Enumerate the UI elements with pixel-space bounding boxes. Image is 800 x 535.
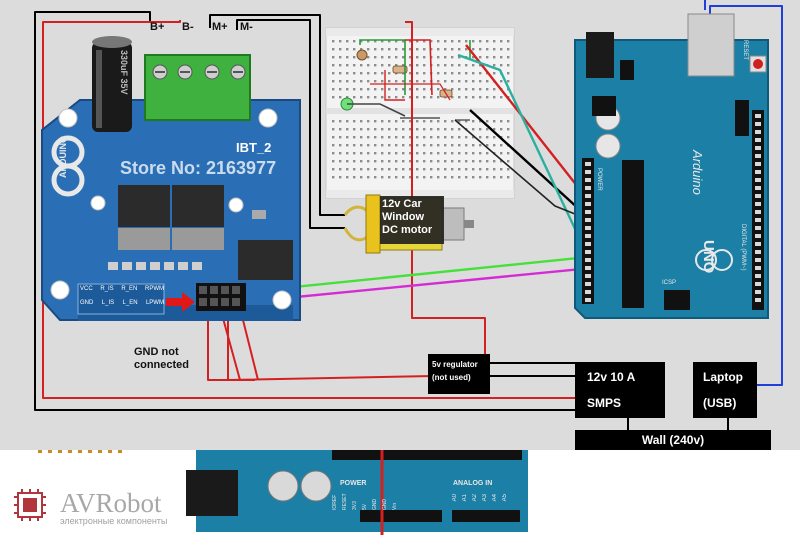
pin-label: 5V bbox=[362, 503, 368, 510]
breadboard bbox=[325, 27, 515, 199]
wiring-diagram: B+ B- M+ M- 330uF 35V ARDUINO Store No: … bbox=[0, 0, 800, 450]
gnd-note-line-2: connected bbox=[134, 359, 190, 371]
regulator-line-1: 5v regulator bbox=[432, 360, 478, 369]
smps-box: 12v 10 A SMPS bbox=[575, 362, 665, 418]
arrow-icon bbox=[166, 292, 195, 312]
pin-labels-row-2: GND L_IS L_EN LPWM bbox=[80, 300, 164, 306]
driver-name: IBT_2 bbox=[236, 140, 272, 155]
terminal-label-m-plus: M+ bbox=[212, 21, 228, 33]
diagram-canvas bbox=[34, 0, 783, 432]
pin-label: R_EN bbox=[121, 286, 138, 292]
laptop-box: Laptop (USB) bbox=[693, 362, 757, 418]
reset-label: RESET bbox=[742, 40, 748, 61]
pin-label: A2 bbox=[472, 494, 478, 502]
pin-label: L_EN bbox=[122, 300, 138, 306]
smps-line-2: SMPS bbox=[587, 396, 622, 410]
pin-label: Vin bbox=[392, 502, 398, 510]
smps-line-1: 12v 10 A bbox=[587, 370, 636, 384]
arduino-uno bbox=[574, 13, 769, 319]
gnd-note: GND not connected bbox=[134, 346, 189, 372]
motor-label-line-2: Window bbox=[382, 211, 425, 223]
pin-label: RESET bbox=[342, 493, 348, 510]
avrobot-logo: AVRobot bbox=[60, 488, 162, 518]
regulator-box: 5v regulator (not used) bbox=[428, 354, 490, 394]
pin-label: A3 bbox=[482, 494, 488, 502]
capacitor-label: 330uF 35V bbox=[119, 50, 129, 95]
atmega-chip bbox=[622, 160, 644, 308]
pin-labels-row-1: VCC R_IS R_EN RPWM bbox=[80, 286, 164, 292]
uno-partial-graphic bbox=[14, 450, 528, 535]
pin-label: GND bbox=[80, 300, 94, 306]
power-pin-labels: IOREF RESET 3V3 5V GND GND Vin bbox=[332, 490, 400, 510]
analog-header: ANALOG IN bbox=[453, 480, 493, 487]
motor-label-line-3: DC motor bbox=[382, 224, 433, 236]
pin-label: A1 bbox=[462, 494, 468, 502]
motor-label: 12v Car Window DC motor bbox=[382, 198, 432, 237]
pin-label: L_IS bbox=[101, 300, 115, 306]
pin-label: RPWM bbox=[145, 286, 164, 292]
store-watermark: Store No: 2163977 bbox=[120, 158, 277, 178]
avrobot-tagline: электронные компоненты bbox=[60, 516, 168, 526]
pin-label: GND bbox=[372, 498, 378, 510]
pin-label: A0 bbox=[452, 494, 458, 502]
pin-label: LPWM bbox=[145, 300, 164, 306]
pin-label: VCC bbox=[80, 286, 93, 292]
arduino-brand: Arduino bbox=[690, 150, 705, 195]
reset-button[interactable] bbox=[753, 59, 763, 69]
usb-port bbox=[687, 13, 735, 77]
terminal-label-b-minus: B- bbox=[182, 21, 194, 33]
wall-box: Wall (240v) bbox=[575, 430, 771, 450]
power-jack bbox=[586, 32, 614, 78]
arduino-logo-graphic bbox=[51, 135, 85, 197]
gnd-note-line-1: GND not bbox=[134, 346, 179, 358]
digital-header: DIGITAL (PWM~) bbox=[740, 224, 746, 271]
pin-label: A5 bbox=[502, 494, 508, 502]
wall-label: Wall (240v) bbox=[641, 433, 705, 447]
pin-label: GND bbox=[382, 498, 388, 510]
terminal-label-m-minus: M- bbox=[240, 21, 253, 33]
laptop-line-2: (USB) bbox=[703, 396, 737, 410]
analog-pin-labels: A0 A1 A2 A3 A4 A5 bbox=[452, 494, 508, 501]
laptop-line-1: Laptop bbox=[703, 370, 743, 384]
resistor bbox=[392, 65, 408, 74]
arduino-model: UNO bbox=[700, 240, 717, 274]
driver-brand: ARDUINO bbox=[58, 136, 68, 178]
pin-label: A4 bbox=[492, 494, 498, 502]
chip-logo-icon bbox=[14, 489, 46, 521]
pin-label: IOREF bbox=[332, 494, 338, 510]
photoresistor bbox=[356, 49, 368, 61]
motor-label-line-1: 12v Car bbox=[382, 198, 422, 210]
icsp-label: ICSP bbox=[662, 280, 677, 286]
pin-label: R_IS bbox=[100, 286, 114, 292]
bottom-strip: POWER ANALOG IN IOREF RESET 3V3 5V GND G… bbox=[0, 450, 800, 535]
regulator-line-2: (not used) bbox=[432, 373, 471, 382]
driver-board bbox=[41, 36, 301, 321]
pin-label: 3V3 bbox=[352, 501, 358, 510]
dc-motor bbox=[343, 194, 474, 254]
power-header-uno: POWER bbox=[596, 168, 602, 191]
terminal-label-b-plus: B+ bbox=[150, 21, 165, 33]
power-header-bottom: POWER bbox=[340, 480, 367, 487]
